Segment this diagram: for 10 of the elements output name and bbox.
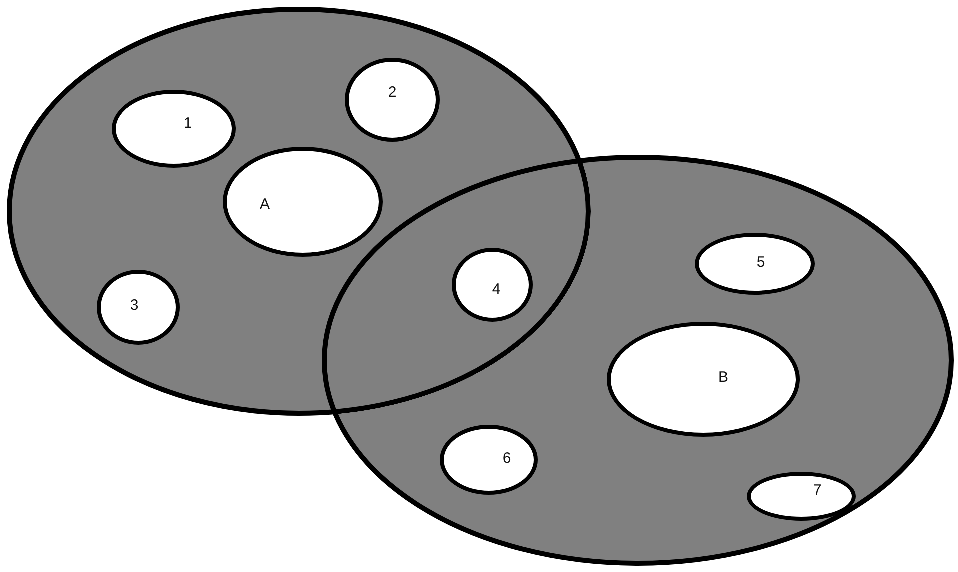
element-label: A xyxy=(260,196,270,212)
element-label: 3 xyxy=(130,297,139,314)
element-label: 7 xyxy=(813,482,822,499)
element-label: 4 xyxy=(492,280,501,298)
element-label: 1 xyxy=(184,114,192,132)
element-label: 5 xyxy=(756,254,766,270)
set-ellipse xyxy=(322,155,954,566)
element-label: B xyxy=(718,369,728,386)
element-label: 2 xyxy=(388,84,397,100)
element-label: 6 xyxy=(502,450,512,466)
